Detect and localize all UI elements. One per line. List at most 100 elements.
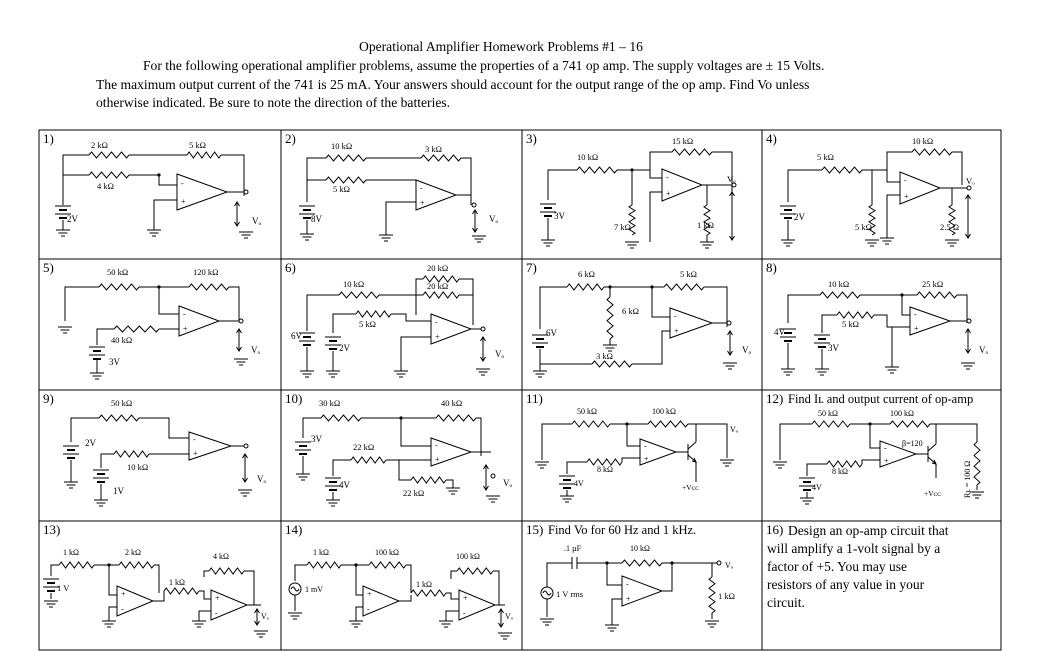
problem-prompt: Find Iʟ and output current of op-amp	[788, 392, 973, 406]
voltage-arrow	[727, 350, 733, 356]
label: 6V	[291, 331, 303, 341]
wire	[874, 314, 910, 328]
transistor-icon	[927, 456, 937, 465]
problem-number: 14)	[285, 522, 302, 537]
label: 10 kΩ	[828, 279, 849, 289]
label: 50 kΩ	[818, 409, 838, 418]
output-terminal	[966, 318, 972, 324]
op-amp-input-sign: +	[367, 590, 372, 599]
wire	[862, 169, 900, 183]
problem-16-text: circuit.	[767, 595, 805, 610]
op-amp-input-sign: +	[674, 327, 679, 336]
wire	[886, 194, 900, 238]
output-terminal	[238, 318, 244, 324]
ac-source-icon	[542, 590, 552, 596]
wire	[355, 565, 363, 596]
resistor	[188, 283, 230, 291]
op-amp-input-sign: +	[626, 595, 631, 604]
wire	[64, 286, 99, 321]
resistor	[435, 414, 477, 422]
wire	[566, 461, 587, 474]
resistor	[208, 567, 245, 575]
junction-dot	[625, 422, 629, 426]
wire	[649, 151, 672, 170]
output-terminal	[731, 182, 737, 188]
op-amp-icon	[362, 585, 401, 617]
resistor	[113, 325, 160, 333]
wire	[366, 179, 417, 190]
label: 100 kΩ	[375, 548, 399, 557]
output-terminal	[716, 560, 722, 566]
op-amp-input-sign: -	[463, 609, 466, 618]
op-amp-input-sign: -	[904, 176, 907, 185]
voltage-arrow	[729, 191, 735, 197]
voltage-arrow	[965, 233, 971, 239]
label: 25 kΩ	[922, 279, 943, 289]
resistor	[368, 561, 407, 569]
label: 4V	[774, 327, 786, 337]
resistor	[889, 420, 931, 428]
label: 1 kΩ	[718, 591, 735, 601]
label: 3V	[311, 434, 323, 444]
wire	[493, 570, 500, 605]
label: 2V	[67, 214, 79, 224]
label: +Vᴄᴄ	[682, 483, 699, 492]
wire	[154, 564, 160, 593]
wire	[861, 459, 880, 464]
ac-source-icon	[290, 586, 300, 592]
label: 5 kΩ	[359, 319, 376, 329]
op-amp-input-sign: -	[914, 310, 917, 319]
label: +Vᴄᴄ	[924, 489, 941, 498]
resistor	[98, 283, 140, 291]
wire	[153, 199, 177, 230]
label: 15 kΩ	[672, 136, 693, 146]
junction-dot	[399, 416, 403, 420]
label: 4V	[812, 483, 822, 492]
voltage-arrow	[236, 328, 242, 334]
wire	[306, 294, 339, 331]
transistor-icon	[687, 441, 697, 450]
junction-dot	[605, 561, 609, 565]
wire	[244, 570, 255, 605]
wire	[606, 563, 622, 586]
wire	[621, 457, 640, 462]
resistor	[911, 148, 953, 156]
label: Vₒ	[966, 176, 975, 186]
wire	[385, 201, 416, 235]
resistor	[186, 151, 222, 159]
op-amp-input-sign: -	[674, 312, 677, 321]
wire	[712, 151, 733, 192]
resistor	[826, 460, 863, 468]
wire	[541, 423, 572, 460]
op-amp-input-sign: -	[420, 184, 423, 193]
wire	[50, 564, 59, 576]
wire	[957, 294, 968, 323]
label: Vₒ	[730, 425, 739, 434]
label: 10 kΩ	[331, 141, 352, 151]
op-amp-input-sign: +	[435, 333, 440, 342]
label: 3V	[109, 357, 121, 367]
resistor	[325, 176, 367, 184]
wire	[355, 606, 363, 621]
op-amp-input-sign: +	[435, 455, 440, 464]
wire	[547, 169, 577, 200]
problem-16-text: will amplify a 1-volt signal by a	[767, 541, 940, 556]
op-amp-input-sign: -	[367, 605, 370, 614]
problem-16-text: factor of +5. You may use	[767, 559, 907, 574]
wire	[611, 598, 622, 625]
label: 5 kΩ	[333, 184, 350, 194]
problem-number: 3)	[526, 131, 537, 146]
op-amp-input-sign: +	[644, 455, 649, 464]
wire	[108, 606, 117, 621]
label: 1 kΩ	[169, 578, 185, 587]
wire	[399, 595, 412, 602]
resistor	[410, 476, 447, 484]
voltage-arrow	[480, 356, 486, 362]
resistor	[819, 291, 861, 299]
